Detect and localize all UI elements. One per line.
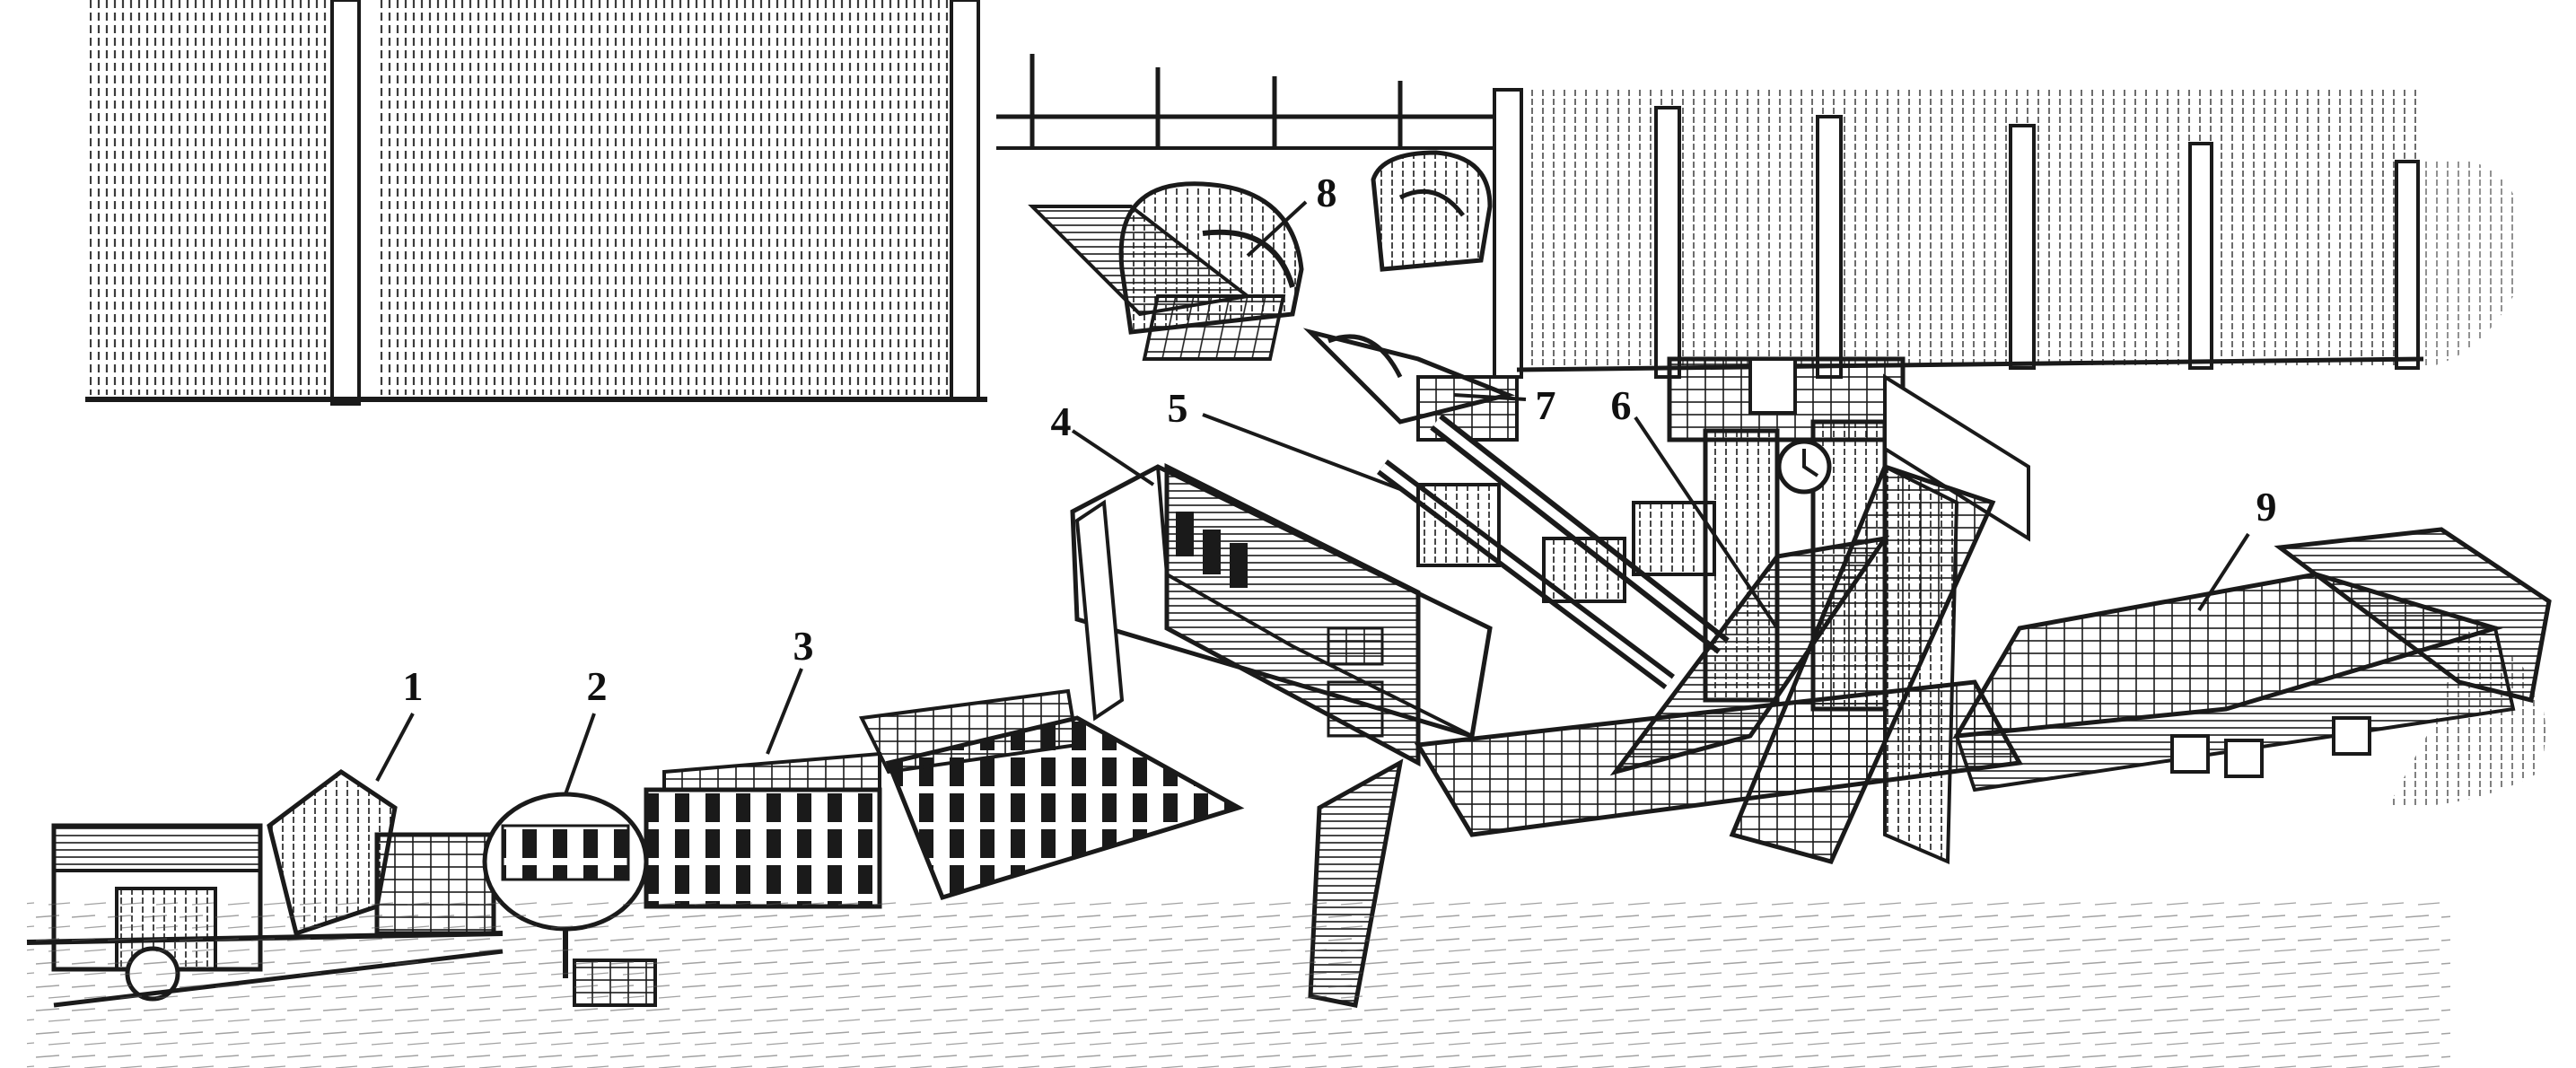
- back-wall-right: [1493, 88, 2521, 379]
- callout-leaders: [375, 200, 2250, 795]
- callout-1: 1: [402, 663, 424, 709]
- callout-3: 3: [793, 623, 814, 669]
- callout-7: 7: [1535, 382, 1556, 428]
- back-wall-window-frame: [996, 54, 1508, 150]
- callout-8: 8: [1316, 170, 1337, 215]
- floor-shading: [27, 897, 2450, 1068]
- spindle-drive-line: [1302, 328, 1730, 689]
- callout-6: 6: [1610, 382, 1632, 428]
- back-wall-left: [85, 0, 987, 406]
- callout-9: 9: [2256, 484, 2277, 530]
- callout-2: 2: [586, 663, 608, 709]
- entry-roller-table-3: [644, 688, 1245, 909]
- callout-5: 5: [1167, 385, 1188, 431]
- drive-motors: [1028, 150, 1493, 361]
- callout-4: 4: [1050, 398, 1072, 444]
- control-pulpit: [1070, 462, 1493, 767]
- runout-roller-table: [1414, 527, 2552, 837]
